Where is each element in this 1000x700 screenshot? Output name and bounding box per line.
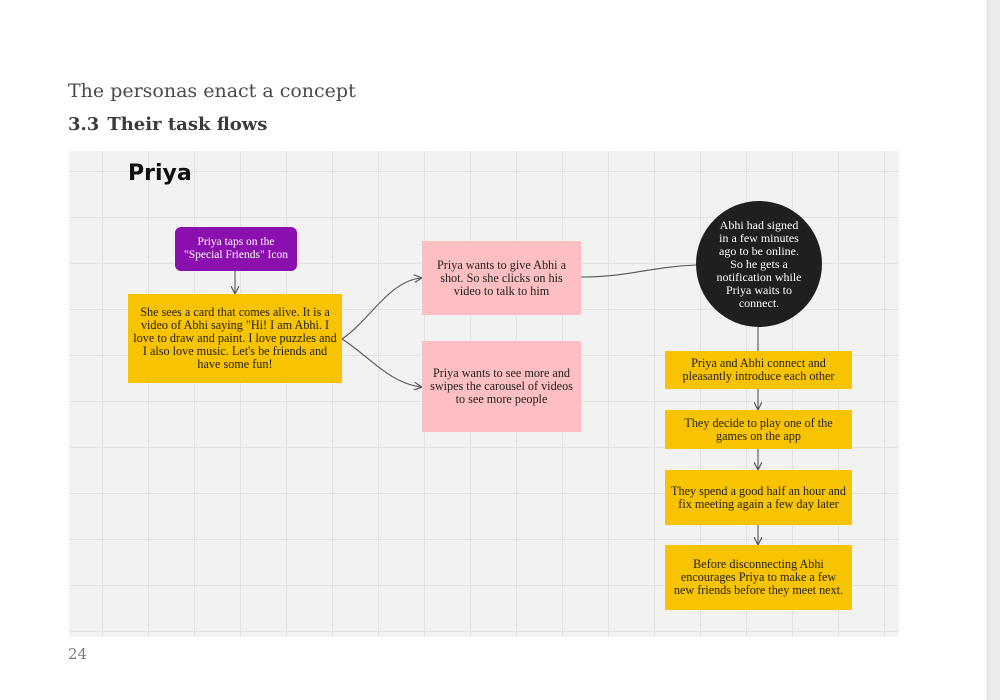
node-half-hour: They spend a good half an hour and fix m… <box>665 470 852 525</box>
diagram-title: Priya <box>128 161 192 186</box>
node-card-alive: She sees a card that comes alive. It is … <box>128 294 342 383</box>
node-disconnect: Before disconnecting Abhi encourages Pri… <box>665 545 852 610</box>
arrow-card-to-see-more <box>341 338 421 387</box>
node-play-game: They decide to play one of the games on … <box>665 410 852 449</box>
node-see-more: Priya wants to see more and swipes the c… <box>422 341 581 432</box>
section-number: 3.3 <box>68 114 100 135</box>
section-heading: 3.3 Their task flows <box>68 114 267 135</box>
node-give-shot: Priya wants to give Abhi a shot. So she … <box>422 241 581 315</box>
page-edge-scrollbar <box>987 0 1000 700</box>
page-subtitle: The personas enact a concept <box>68 80 356 102</box>
flow-diagram-board: Priya Priya taps on the "Special Friends… <box>69 151 899 637</box>
line-give-shot-to-circle <box>580 264 697 278</box>
connector-layer <box>69 264 899 637</box>
node-connect: Priya and Abhi connect and pleasantly in… <box>665 351 852 389</box>
arrow-card-to-give-shot <box>341 278 421 340</box>
section-title: Their task flows <box>107 114 268 135</box>
page-number: 24 <box>68 645 88 663</box>
node-tap-icon: Priya taps on the "Special Friends" Icon <box>175 227 297 271</box>
node-abhi-signed: Abhi had signed in a few minutes ago to … <box>696 201 822 327</box>
